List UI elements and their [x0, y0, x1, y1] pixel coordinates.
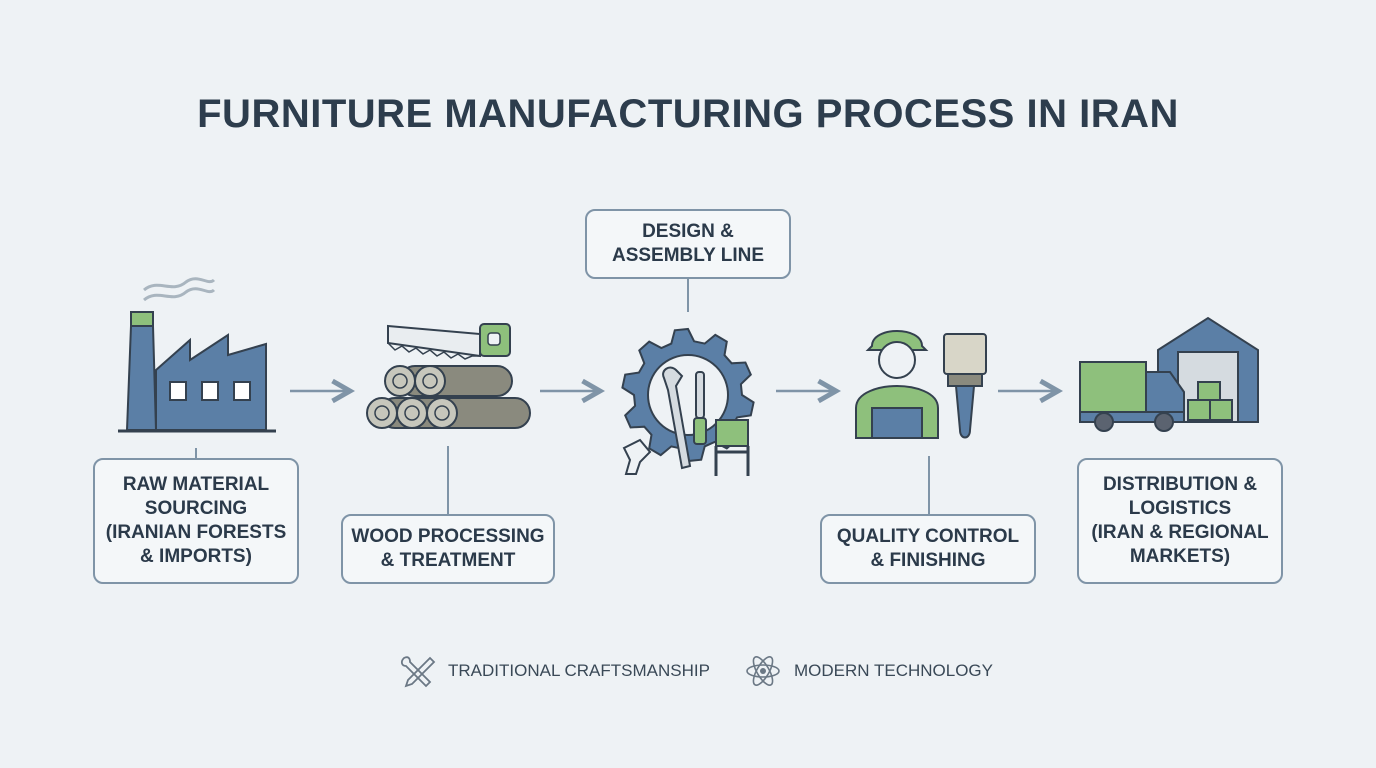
legend-traditional-label: TRADITIONAL CRAFTSMANSHIP: [448, 661, 710, 680]
logs-saw-icon: [366, 323, 531, 429]
step-label-distribution: DISTRIBUTION & LOGISTICS (IRAN & REGIONA…: [1077, 458, 1283, 584]
factory-icon: [118, 277, 276, 433]
legend-traditional: TRADITIONAL CRAFTSMANSHIP: [398, 652, 710, 690]
wrench-screwdriver-icon: [400, 656, 436, 688]
worker-brush-icon: [855, 330, 987, 439]
step-label-raw-material: RAW MATERIAL SOURCING (IRANIAN FORESTS &…: [93, 458, 299, 584]
step-label-design-assembly: DESIGN & ASSEMBLY LINE: [585, 209, 791, 279]
atom-icon: [746, 656, 780, 686]
truck-warehouse-icon: [1079, 316, 1259, 432]
legend-modern: MODERN TECHNOLOGY: [744, 652, 993, 690]
legend-modern-label: MODERN TECHNOLOGY: [794, 661, 993, 680]
step-label-quality-control: QUALITY CONTROL & FINISHING: [820, 514, 1036, 584]
gear-tools-icon: [621, 327, 755, 476]
page-title: FURNITURE MANUFACTURING PROCESS IN IRAN: [197, 92, 1179, 136]
step-label-wood-processing: WOOD PROCESSING & TREATMENT: [341, 514, 555, 584]
